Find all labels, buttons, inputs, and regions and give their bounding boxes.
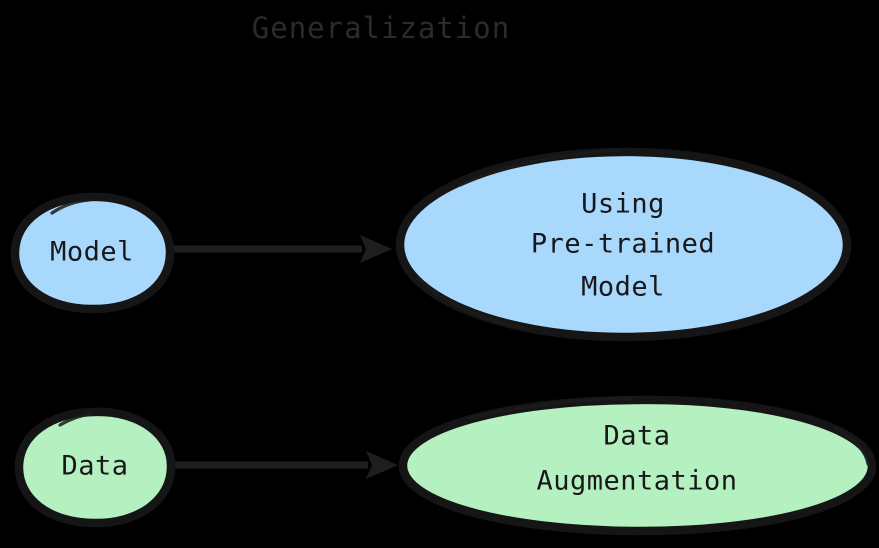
node-data-label: Data [61, 451, 128, 482]
node-pretrained-label-line-2: Pre-trained [531, 229, 715, 260]
diagram-title: Generalization [252, 11, 510, 45]
node-model-sketch-accent [50, 198, 91, 215]
node-model[interactable]: Model [10, 192, 175, 314]
node-augmentation-label-line-1: Data [603, 421, 670, 452]
arrowhead-icon [360, 235, 392, 263]
node-model-shape [15, 196, 171, 310]
node-pretrained-label-line-1: Using [581, 189, 665, 220]
node-pretrained-shape [400, 151, 848, 338]
node-augmentation[interactable]: Data Augmentation [398, 395, 877, 536]
arrowhead-icon [366, 451, 398, 479]
node-augmentation-sketch-accent-right [834, 426, 870, 466]
node-data-shape [19, 411, 171, 523]
node-model-outline [10, 192, 175, 314]
node-pretrained-sketch-accent-lower [416, 276, 530, 331]
edge-data-to-augmentation [172, 451, 398, 479]
node-pretrained[interactable]: Using Pre-trained Model [395, 147, 852, 342]
node-augmentation-sketch-accent [468, 396, 634, 420]
node-pretrained-outline [395, 147, 852, 342]
node-data[interactable]: Data [14, 407, 176, 528]
node-augmentation-label-line-2: Augmentation [536, 466, 737, 497]
edge-model-to-pretrained [172, 235, 392, 263]
node-pretrained-sketch-accent [458, 148, 620, 187]
node-model-label: Model [50, 237, 134, 268]
node-data-sketch-accent [58, 412, 94, 427]
node-data-outline [14, 407, 176, 528]
node-augmentation-shape [403, 399, 873, 532]
node-pretrained-label-line-3: Model [581, 272, 665, 303]
